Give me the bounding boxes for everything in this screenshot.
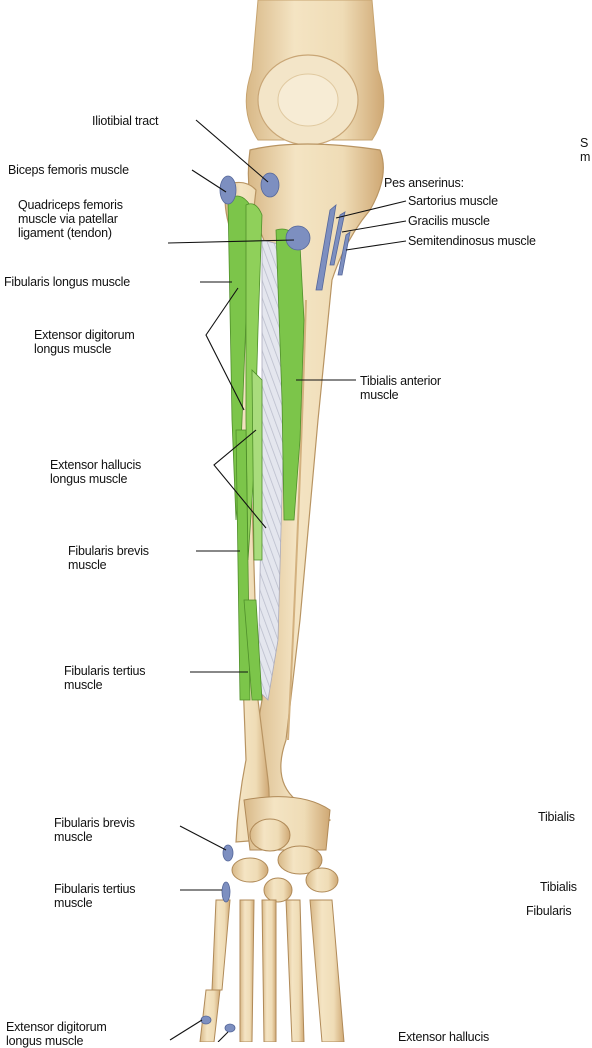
- foot-skeleton: [200, 797, 344, 1042]
- fibularis-brevis-insertion: [223, 845, 233, 861]
- femur-and-patella: [246, 0, 384, 145]
- label-fibularis-longus: Fibularis longus muscle: [4, 275, 130, 289]
- label-tibialis-anterior: Tibialis anterior muscle: [360, 374, 441, 402]
- extensor-digitorum-insertion-2: [225, 1024, 235, 1032]
- label-fibularis-brevis-insertion: Fibularis brevis muscle: [54, 816, 135, 844]
- label-gracilis: Gracilis muscle: [408, 214, 490, 228]
- label-iliotibial-tract: Iliotibial tract: [92, 114, 158, 128]
- label-semitendinosus: Semitendinosus muscle: [408, 234, 536, 248]
- patellar-ligament-attachment: [286, 226, 310, 250]
- label-extensor-hallucis-longus: Extensor hallucis longus muscle: [50, 458, 141, 486]
- iliotibial-attachment: [261, 173, 279, 197]
- fibularis-tertius-insertion: [222, 882, 230, 902]
- label-pes-anserinus: Pes anserinus:: [384, 176, 464, 190]
- label-cut-m: m: [580, 150, 590, 164]
- label-fibularis-tertius: Fibularis tertius muscle: [64, 664, 145, 692]
- label-sartorius: Sartorius muscle: [408, 194, 498, 208]
- label-fibularis-tertius-insertion: Fibularis tertius muscle: [54, 882, 135, 910]
- label-fibularis-brevis: Fibularis brevis muscle: [68, 544, 149, 572]
- extensor-digitorum-insertion-1: [201, 1016, 211, 1024]
- label-cut-fibularis: Fibularis: [526, 904, 571, 918]
- label-cut-tibialis-2: Tibialis: [540, 880, 577, 894]
- label-extensor-digitorum-longus: Extensor digitorum longus muscle: [34, 328, 135, 356]
- label-cut-tibialis-1: Tibialis: [538, 810, 575, 824]
- extensor-hallucis-origin: [252, 370, 262, 560]
- label-biceps-femoris: Biceps femoris muscle: [8, 163, 129, 177]
- label-quadriceps-femoris: Quadriceps femoris muscle via patellar l…: [18, 198, 123, 240]
- label-cut-s: S: [580, 136, 588, 150]
- label-extensor-digitorum-bottom: Extensor digitorum longus muscle: [6, 1020, 107, 1048]
